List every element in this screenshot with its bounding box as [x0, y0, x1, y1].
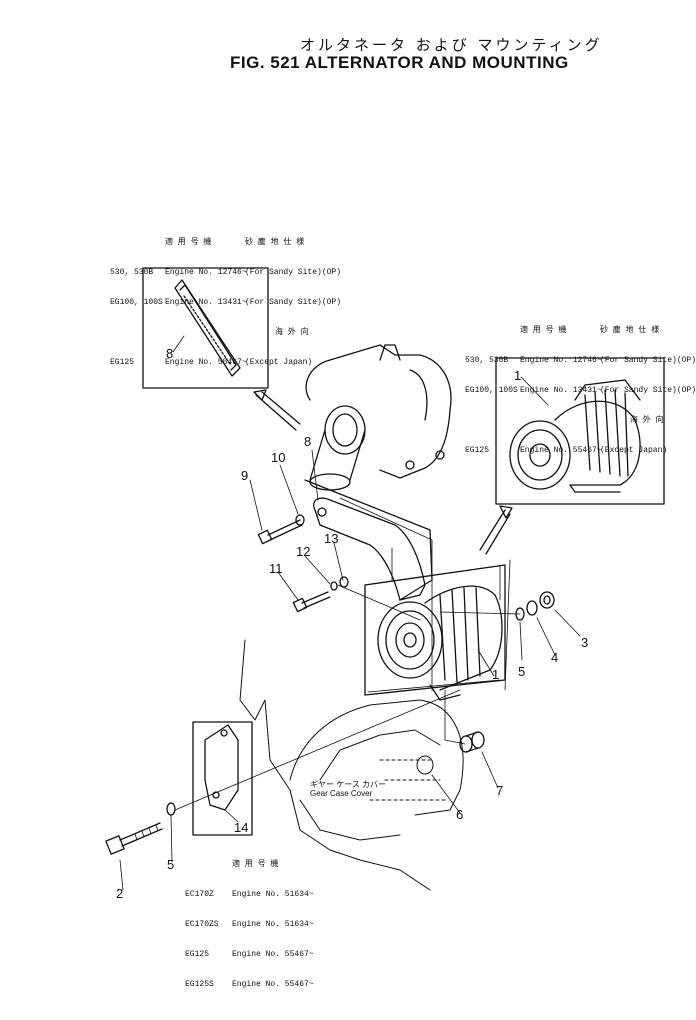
callout-14: 14 [234, 820, 249, 835]
callout-1: 1 [492, 667, 500, 682]
callout-2: 2 [116, 886, 124, 901]
hdr-models: 適 用 号 機 [165, 238, 212, 247]
callout-8-inset: 8 [166, 346, 174, 361]
gear-case-cover-label: ギヤー ケース カバー Gear Case Cover [310, 780, 387, 798]
alternator-inset [495, 357, 665, 505]
center-lines [174, 497, 521, 811]
belt-inset [142, 267, 269, 389]
washer-13 [339, 576, 349, 588]
assembly-arrows [253, 389, 513, 555]
spacer-7 [459, 731, 485, 753]
bolt-9 [257, 519, 303, 545]
table-row: 海 外 向 [275, 328, 309, 337]
callout-7: 7 [496, 783, 504, 798]
main-alternator [364, 564, 506, 701]
washer-5-left [166, 802, 176, 816]
figure-title: FIG. 521 ALTERNATOR AND MOUNTING [230, 53, 569, 72]
gear-case-cover [239, 639, 464, 891]
callout-10: 10 [271, 450, 286, 465]
adjusting-plate [304, 479, 433, 601]
washer-4 [526, 600, 538, 616]
callout-12: 12 [296, 544, 311, 559]
callout-13: 13 [324, 531, 339, 546]
bolt-11 [292, 591, 331, 613]
washer-12 [330, 581, 338, 591]
callout-11: 11 [269, 561, 283, 576]
callout-8: 8 [304, 434, 312, 449]
leader-lines [119, 335, 581, 891]
callout-5-left: 5 [167, 857, 175, 872]
table-row: 海 外 向 [630, 416, 664, 425]
bolt-2 [105, 822, 163, 855]
nut-3 [539, 591, 555, 609]
callout-4: 4 [551, 650, 559, 665]
callout-3: 3 [581, 635, 589, 650]
callout-9: 9 [241, 468, 249, 483]
washer-10 [295, 514, 305, 526]
hdr-dest: 砂 塵 地 仕 様 [245, 238, 305, 247]
callout-1-inset: 1 [514, 368, 522, 383]
callout-5-right: 5 [518, 664, 526, 679]
title-japanese: オルタネータ および マウンティング [300, 36, 603, 54]
callout-6: 6 [456, 807, 464, 822]
bracket-inset [192, 721, 253, 836]
